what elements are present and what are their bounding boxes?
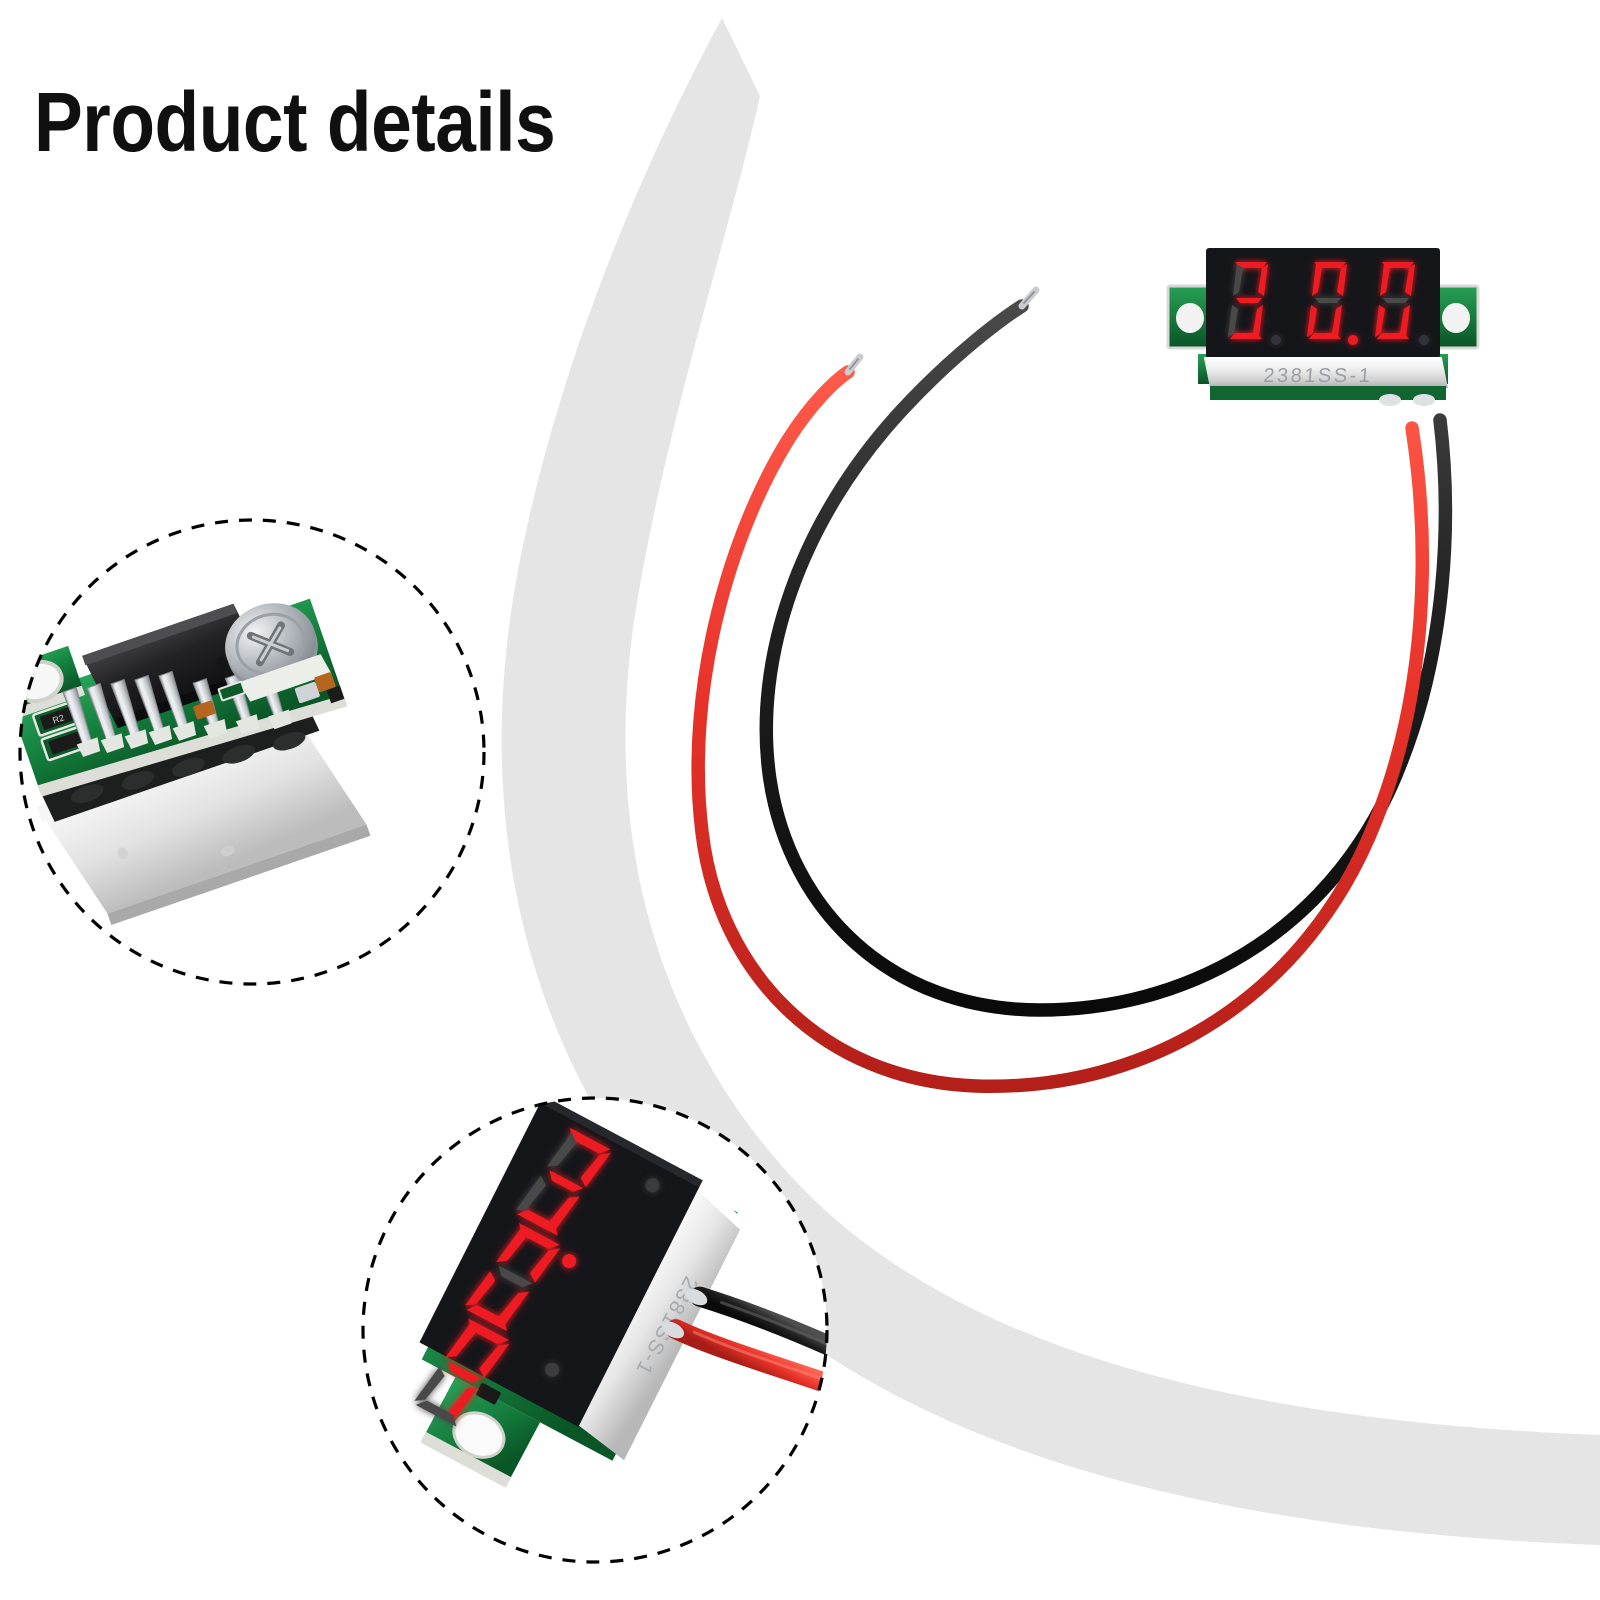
display-digit-1 [515, 1127, 611, 1236]
ic-pin1-dot [215, 656, 228, 669]
seg-e [414, 1366, 445, 1401]
board-label: 2381SS-1 [1263, 365, 1373, 387]
seg-d [517, 1209, 558, 1236]
seg-f [1233, 264, 1243, 296]
red-lead-tinned-tip [844, 353, 864, 376]
decimal-point [1348, 335, 1358, 345]
solder-joint-black [1413, 394, 1435, 406]
seg-b [479, 1343, 510, 1378]
main-module-scene: 2381SS-1 [640, 220, 1540, 1100]
unlit-dot-1 [645, 1178, 660, 1193]
seg-a [468, 1318, 510, 1345]
svg-text:R2: R2 [51, 712, 65, 725]
mounting-tab-right [1432, 284, 1480, 350]
black-lead-tinned-tip [1018, 286, 1040, 310]
seg-a [569, 1127, 611, 1154]
seg-g [498, 1265, 533, 1288]
trimmer-potentiometer [225, 603, 332, 702]
seg-c [448, 1387, 479, 1422]
detail-circle-pcb-back: R2 [6, 506, 498, 998]
red-lead-highlight [692, 1330, 827, 1392]
unlit-dot-1 [1271, 335, 1281, 345]
solder-pins-upper [62, 670, 197, 758]
unlit-dot-2 [545, 1362, 560, 1377]
seg-c [498, 1291, 530, 1327]
seg-g [1315, 298, 1341, 303]
seg-c [1332, 305, 1342, 337]
red-lead-wire [665, 1319, 827, 1404]
seg-d [1230, 333, 1262, 339]
seg-d [466, 1305, 507, 1332]
seg-e [465, 1271, 496, 1306]
unlit-dot-2 [1419, 335, 1429, 345]
seg-b [529, 1248, 561, 1283]
seg-e [1228, 305, 1238, 337]
seven-segment-readout [414, 1127, 660, 1427]
seg-b [1258, 264, 1268, 296]
seg-f [445, 1323, 476, 1358]
seg-d [1377, 333, 1409, 339]
seg-e [1375, 305, 1385, 337]
seg-f [1380, 264, 1390, 296]
red-lead-wire [691, 365, 1429, 1093]
mounting-tab-left [1166, 284, 1214, 350]
seg-f [1312, 264, 1322, 296]
seg-d [415, 1400, 457, 1427]
display-digit-1 [1228, 262, 1268, 339]
black-lead-wire [759, 299, 1453, 1017]
seg-c [1400, 305, 1410, 337]
display-face [419, 1098, 703, 1427]
seg-f [496, 1227, 526, 1262]
seg-a [519, 1223, 560, 1249]
seg-c [549, 1196, 580, 1231]
seg-c [1253, 305, 1263, 337]
housing-band: 2381SS-1 [1204, 357, 1448, 388]
seven-segment-readout [1228, 262, 1429, 345]
display-digit-2 [1307, 262, 1347, 339]
display-digit-2 [465, 1223, 561, 1332]
lead-wires [691, 286, 1453, 1093]
page-title: Product details [34, 75, 556, 169]
seg-e [515, 1175, 546, 1211]
display-digit-3 [414, 1318, 510, 1427]
display-digit-3 [1375, 262, 1415, 339]
seg-a [1382, 262, 1414, 268]
callout-dashed-border [361, 1096, 829, 1564]
solder-joint-red [661, 1321, 685, 1339]
mounting-hole-left [1176, 303, 1204, 333]
lead-wires [661, 1286, 827, 1404]
pcb-lower-edge [1210, 386, 1446, 400]
mounting-hole-right [1442, 303, 1470, 333]
decimal-point [562, 1254, 577, 1269]
seg-d [1309, 333, 1341, 339]
seg-f [546, 1132, 577, 1167]
seg-g [549, 1170, 584, 1192]
seg-b [1405, 264, 1415, 296]
seg-b [580, 1152, 611, 1188]
smd-components [193, 672, 345, 720]
seg-g [1236, 298, 1262, 303]
detail-circle-display-angle: 2381SS-1 [351, 1086, 843, 1586]
black-lead-highlight [720, 1300, 827, 1362]
solder-joint-red [1379, 394, 1401, 406]
seg-a [1235, 262, 1267, 268]
voltmeter-module: 2381SS-1 [1166, 248, 1480, 406]
seg-a [1314, 262, 1346, 268]
mounting-hole [453, 1412, 504, 1458]
seg-g [1383, 298, 1409, 303]
seg-e [1307, 305, 1317, 337]
callout-dashed-border [18, 518, 486, 986]
seg-g [448, 1360, 482, 1383]
display-pin-solder-blobs [71, 731, 306, 804]
solder-joint-black [685, 1288, 708, 1306]
seg-b [1337, 264, 1347, 296]
